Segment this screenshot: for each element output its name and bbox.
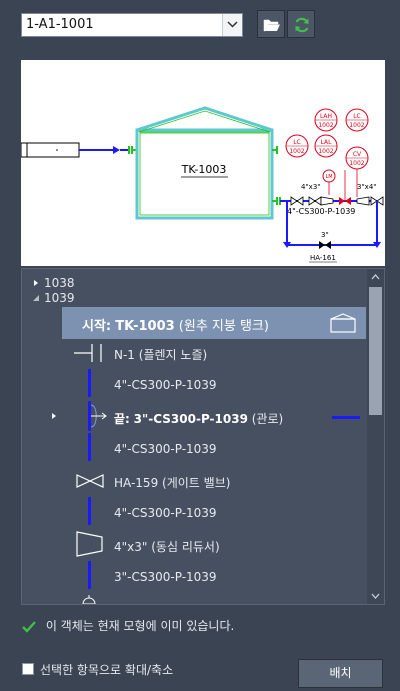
start-name: TK-1003: [115, 319, 175, 334]
valve-label: HA-161: [310, 254, 336, 262]
instrument-5-line2: 1002: [349, 160, 364, 167]
folder-open-icon: [263, 19, 280, 32]
pipe-segment-icon: [88, 497, 91, 525]
drawing-preview[interactable]: TK-1003 4"x3" 3"x4" 4"-CS300-P-1039: [21, 60, 385, 266]
tree-scrollbar[interactable]: [367, 269, 384, 604]
tree-item-pipe-2[interactable]: 4"-CS300-P-1039: [114, 442, 217, 456]
pipe-end-icon: [90, 404, 107, 428]
pipe-segment-icon: [88, 433, 91, 461]
refresh-button[interactable]: [287, 10, 315, 38]
dropdown-arrow[interactable]: [222, 14, 242, 36]
tree-item-end[interactable]: 끝: 3"-CS300-P-1039 (관로): [114, 412, 284, 426]
tank-icon: [330, 313, 356, 333]
instrument-2-line1: LAH: [320, 113, 332, 120]
flange-nozzle-icon: [74, 344, 102, 362]
caret-expanded-icon[interactable]: [32, 294, 40, 302]
tree-item-start-selected[interactable]: 시작: TK-1003 (원추 지붕 탱크): [62, 307, 366, 339]
pipe-segment-icon: [88, 369, 91, 397]
line-style-swatch: [332, 416, 360, 419]
zoom-to-selection-checkbox[interactable]: [22, 663, 34, 675]
open-file-button[interactable]: [257, 10, 285, 38]
reducer-label-1: 4"x3": [301, 183, 321, 191]
tank-label: TK-1003: [181, 163, 227, 176]
tree-item-nozzle[interactable]: N-1 (플렌지 노즐): [114, 348, 208, 362]
caret-right-icon[interactable]: [32, 279, 40, 287]
component-tree[interactable]: 1038 1039 시작: TK-1003 (원추 지붕 탱크) N-1 (플렌…: [21, 268, 385, 605]
instrument-1-line2: 1002: [289, 148, 304, 155]
scroll-thumb[interactable]: [369, 287, 382, 415]
scroll-down-icon[interactable]: [371, 593, 380, 599]
tree-item-reducer[interactable]: 4"x3" (동심 리듀서): [114, 540, 220, 554]
instrument-1-line1: LC: [293, 139, 301, 146]
zoom-to-selection-label: 선택한 항목으로 확대/축소: [40, 663, 174, 677]
start-desc: (원추 지붕 탱크): [178, 319, 269, 334]
reducer-icon: [76, 531, 103, 557]
instrument-6-line1: LM: [325, 174, 332, 180]
instrument-3-line1: LC: [353, 113, 361, 120]
drawing-select-value: 1-A1-1001: [26, 17, 94, 32]
instrument-4-line1: LAL: [321, 139, 333, 146]
pipe-label-main: 4"-CS300-P-1039: [287, 207, 355, 216]
gate-valve-icon: [76, 474, 104, 488]
pipe-label-bottom: 3": [321, 231, 329, 239]
reducer-label-2: 3"x4": [357, 183, 377, 191]
pid-preview-graphic: TK-1003 4"x3" 3"x4" 4"-CS300-P-1039: [21, 106, 384, 263]
tree-item-pipe-3[interactable]: 4"-CS300-P-1039: [114, 506, 217, 520]
refresh-icon: [295, 17, 309, 33]
instrument-4-line2: 1002: [318, 148, 333, 155]
pipe-segment-icon: [88, 561, 91, 589]
instrument-5-line1: CV: [353, 151, 362, 158]
status-message: 이 객체는 현재 모형에 이미 있습니다.: [22, 617, 234, 634]
pipe-end-left-icon: [88, 401, 91, 431]
drawing-select[interactable]: 1-A1-1001: [21, 13, 243, 37]
partial-next-icon: [82, 595, 96, 604]
status-text: 이 객체는 현재 모형에 이미 있습니다.: [45, 619, 235, 633]
tree-node-1038[interactable]: 1038: [44, 276, 75, 290]
chevron-down-icon: [227, 21, 238, 28]
scroll-up-icon[interactable]: [371, 274, 380, 280]
tree-item-pipe-1[interactable]: 4"-CS300-P-1039: [114, 378, 217, 392]
tree-item-pipe-4[interactable]: 3"-CS300-P-1039: [114, 570, 217, 584]
tree-item-gate-valve[interactable]: HA-159 (게이트 밸브): [114, 476, 231, 490]
instrument-2-line2: 1002: [318, 122, 333, 129]
instrument-3-line2: 1002: [349, 122, 364, 129]
check-icon: [22, 620, 36, 633]
caret-right-icon[interactable]: [50, 412, 58, 420]
tree-node-1039[interactable]: 1039: [44, 291, 75, 305]
start-prefix: 시작:: [82, 319, 112, 334]
place-button[interactable]: 배치: [298, 659, 383, 688]
